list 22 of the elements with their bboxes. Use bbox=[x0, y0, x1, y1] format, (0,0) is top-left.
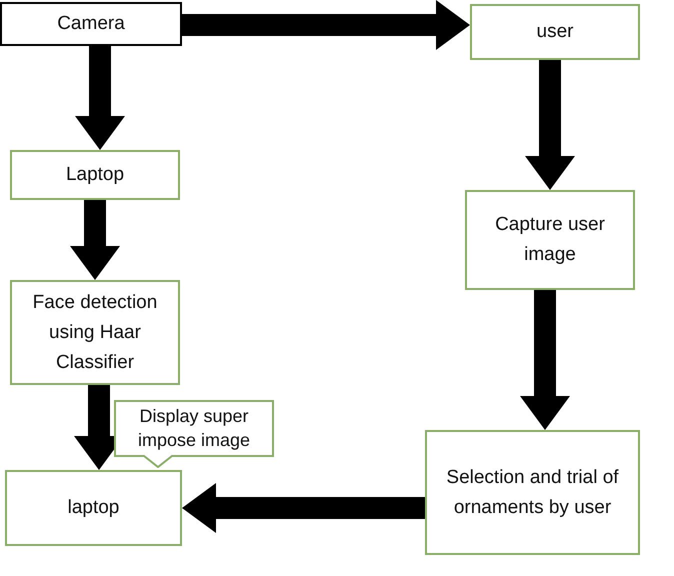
block-arrow bbox=[75, 46, 125, 150]
process-box bbox=[5, 470, 182, 546]
node-label: Face detection using Haar Classifier bbox=[32, 290, 158, 374]
node-label: user bbox=[536, 20, 574, 44]
node-label: laptop bbox=[68, 496, 120, 520]
process-box bbox=[10, 280, 180, 385]
process-box bbox=[0, 2, 182, 46]
callout-box bbox=[114, 400, 274, 468]
block-arrow bbox=[182, 483, 425, 533]
block-arrow bbox=[525, 60, 575, 190]
node-label: Camera bbox=[57, 12, 125, 36]
node-label: Laptop bbox=[66, 163, 124, 187]
process-box bbox=[10, 150, 180, 200]
process-box bbox=[470, 4, 640, 60]
node-label: Display super impose image bbox=[136, 405, 252, 452]
block-arrow bbox=[520, 290, 570, 430]
block-arrow bbox=[70, 200, 120, 280]
node-label: Capture user image bbox=[494, 213, 606, 267]
node-label: Selection and trial of ornaments by user bbox=[445, 466, 620, 520]
block-arrow bbox=[182, 0, 470, 50]
process-box bbox=[465, 190, 635, 290]
process-box bbox=[425, 430, 640, 555]
